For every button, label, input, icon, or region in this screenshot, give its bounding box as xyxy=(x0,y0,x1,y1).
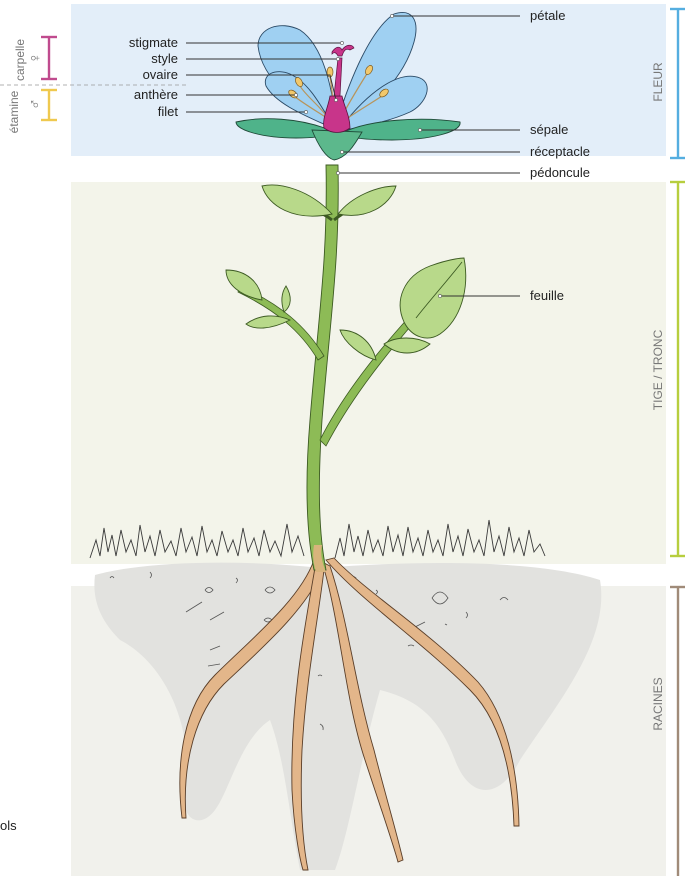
racines-bar xyxy=(670,587,685,876)
label-carpelle: carpelle xyxy=(13,39,27,81)
label-pedoncule: pédoncule xyxy=(530,165,590,180)
fleur-bar xyxy=(670,9,685,158)
male-symbol-icon: ♂ xyxy=(27,98,44,110)
label-receptacle: réceptacle xyxy=(530,144,590,159)
tige-bar xyxy=(670,182,685,556)
label-filet: filet xyxy=(158,104,179,119)
label-style: style xyxy=(151,51,178,66)
label-feuille: feuille xyxy=(530,288,564,303)
label-stigmate: stigmate xyxy=(129,35,178,50)
label-anthere: anthère xyxy=(134,87,178,102)
footer-fragment: ols xyxy=(0,818,17,833)
zone-label-tige: TIGE / TRONC xyxy=(651,329,665,410)
female-symbol-icon: ♀ xyxy=(27,52,44,64)
label-ovaire: ovaire xyxy=(143,67,178,82)
zone-label-racines: RACINES xyxy=(651,677,665,730)
label-etamine: étamine xyxy=(7,90,21,133)
zone-label-fleur: FLEUR xyxy=(651,62,665,102)
label-petale: pétale xyxy=(530,8,565,23)
label-sepale: sépale xyxy=(530,122,568,137)
